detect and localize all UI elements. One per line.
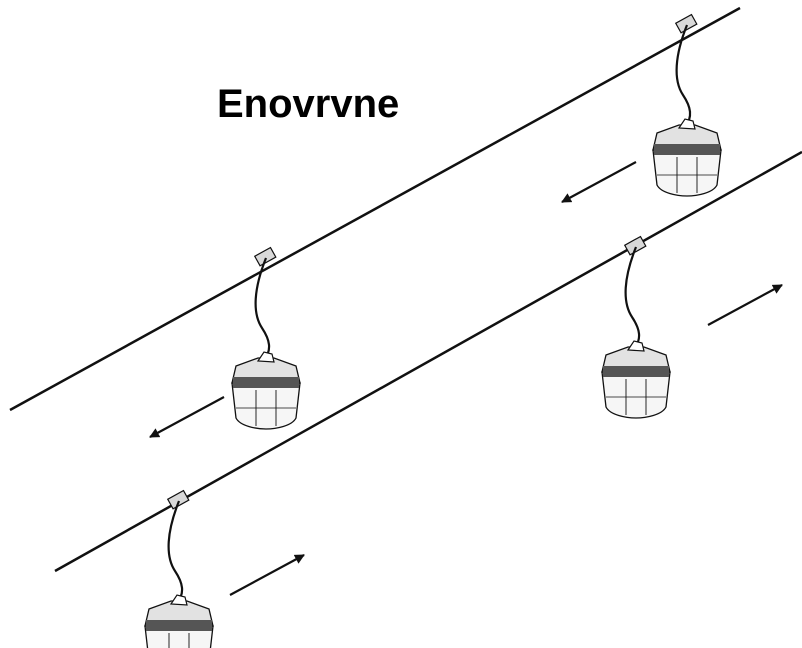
upper-cable (9, 6, 741, 412)
lower-cable (54, 150, 802, 573)
cabin-lower-left (143, 489, 215, 648)
cabin-upper-right (651, 13, 723, 198)
diagram-title: Enovrvne (217, 82, 400, 126)
arrow-upper-right (561, 161, 637, 203)
arrow-upper-left (149, 396, 225, 438)
arrow-lower-left (229, 554, 305, 596)
arrow-lower-right (707, 284, 783, 326)
cabin-lower-right (600, 235, 672, 420)
cabin-upper-left (230, 246, 302, 431)
